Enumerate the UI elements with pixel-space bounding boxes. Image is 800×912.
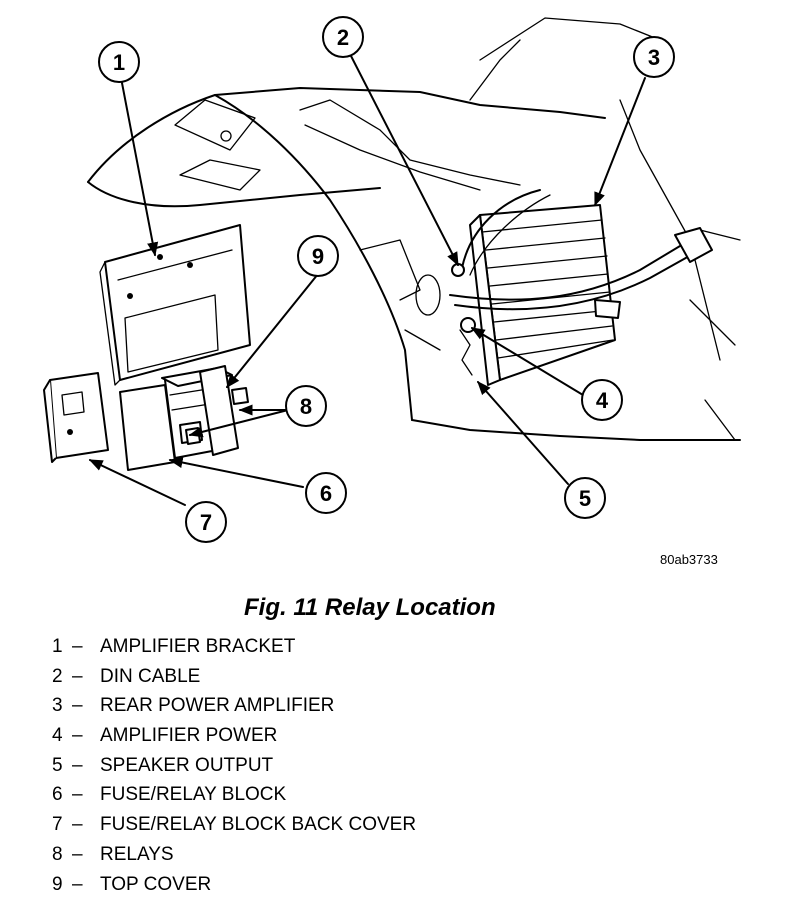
legend-item: 9–TOP COVER (52, 870, 416, 900)
legend-dash: – (72, 725, 83, 747)
legend-number: 7 (52, 814, 63, 836)
legend-number: 8 (52, 843, 63, 865)
legend-item: 7–FUSE/RELAY BLOCK BACK COVER (52, 810, 416, 840)
callout-1: 1 (98, 41, 140, 83)
relay-location-diagram: 1 2 3 4 5 6 7 8 9 (43, 16, 741, 543)
callout-number: 7 (200, 510, 212, 535)
legend-dash: – (72, 754, 83, 776)
legend-number: 6 (52, 784, 63, 806)
legend-label: FUSE/RELAY BLOCK BACK COVER (100, 814, 417, 836)
legend-label: DIN CABLE (100, 665, 201, 687)
legend-item: 8–RELAYS (52, 840, 416, 870)
callout-4: 4 (581, 379, 623, 421)
rear-power-amplifier (469, 204, 621, 386)
legend-label: AMPLIFIER POWER (100, 725, 278, 747)
callout-number: 8 (300, 394, 312, 419)
art-reference-id: 80ab3733 (660, 552, 718, 567)
top-cover (161, 365, 239, 456)
callout-6: 6 (305, 472, 347, 514)
legend-item: 1–AMPLIFIER BRACKET (52, 632, 416, 662)
legend-item: 6–FUSE/RELAY BLOCK (52, 780, 416, 810)
legend-dash: – (72, 695, 83, 717)
callout-number: 3 (648, 45, 660, 70)
legend-label: FUSE/RELAY BLOCK (100, 784, 287, 806)
legend-number: 1 (52, 636, 63, 657)
vehicle-body-outline (87, 17, 741, 441)
callout-8: 8 (285, 385, 327, 427)
callout-number: 6 (320, 481, 332, 506)
legend-number: 4 (52, 725, 63, 747)
callout-number: 9 (312, 244, 324, 269)
callout-leaders (88, 53, 646, 506)
back-cover (43, 372, 109, 463)
legend-dash: – (72, 665, 83, 687)
legend-number: 5 (52, 754, 63, 776)
callout-number: 4 (596, 388, 609, 413)
legend-label: SPEAKER OUTPUT (100, 754, 274, 776)
legend-list: 1–AMPLIFIER BRACKET 2–DIN CABLE 3–REAR P… (52, 632, 416, 899)
legend-label: TOP COVER (100, 873, 212, 895)
amplifier-bracket (99, 224, 251, 386)
figure-caption: Fig. 11 Relay Location (244, 594, 496, 621)
callout-5: 5 (564, 477, 606, 519)
legend-number: 2 (52, 665, 63, 687)
callout-7: 7 (185, 501, 227, 543)
legend-dash: – (72, 873, 83, 895)
legend-label: AMPLIFIER BRACKET (100, 636, 296, 657)
legend-item: 2–DIN CABLE (52, 662, 416, 692)
legend-dash: – (72, 843, 83, 865)
callout-number: 1 (113, 50, 125, 75)
callout-3: 3 (633, 36, 675, 78)
legend-label: RELAYS (100, 843, 174, 865)
callout-9: 9 (297, 235, 339, 277)
legend-item: 4–AMPLIFIER POWER (52, 721, 416, 751)
legend-number: 9 (52, 873, 63, 895)
legend-dash: – (72, 814, 83, 836)
callout-number: 5 (579, 486, 591, 511)
callout-2: 2 (322, 16, 364, 58)
legend-dash: – (72, 784, 83, 806)
legend-label: REAR POWER AMPLIFIER (100, 695, 335, 717)
legend-number: 3 (52, 695, 63, 717)
legend-dash: – (72, 636, 83, 657)
legend-item: 5–SPEAKER OUTPUT (52, 751, 416, 781)
legend-item: 3–REAR POWER AMPLIFIER (52, 691, 416, 721)
callout-number: 2 (337, 25, 349, 50)
